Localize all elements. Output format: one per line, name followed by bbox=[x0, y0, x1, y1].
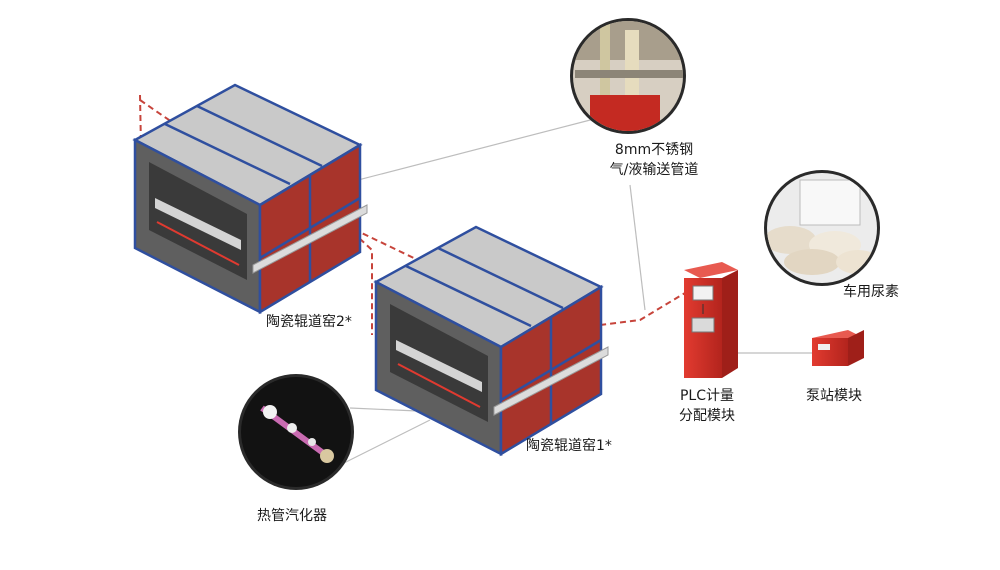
pump-station-icon bbox=[812, 330, 864, 366]
pipe-photo-icon bbox=[570, 18, 686, 134]
heat-pipe-photo-icon bbox=[238, 374, 354, 490]
plc-cabinet-icon bbox=[684, 262, 738, 378]
kiln-icon bbox=[132, 83, 368, 315]
plc-label-line2: 分配模块 bbox=[679, 408, 735, 424]
pipe-label-line1: 8mm不锈钢 bbox=[614, 142, 694, 158]
kiln-icon bbox=[373, 225, 609, 457]
kiln1-label: 陶瓷辊道窑1* bbox=[526, 438, 612, 454]
kiln2-label: 陶瓷辊道窑2* bbox=[266, 314, 352, 330]
plc-label-line1: PLC计量 bbox=[679, 388, 735, 404]
urea-bags-photo-icon bbox=[764, 170, 880, 286]
pump-label: 泵站模块 bbox=[806, 388, 862, 404]
pipe-label-line2: 气/液输送管道 bbox=[609, 162, 699, 178]
urea-label: 车用尿素 bbox=[843, 284, 899, 300]
heat-pipe-label: 热管汽化器 bbox=[257, 508, 327, 524]
